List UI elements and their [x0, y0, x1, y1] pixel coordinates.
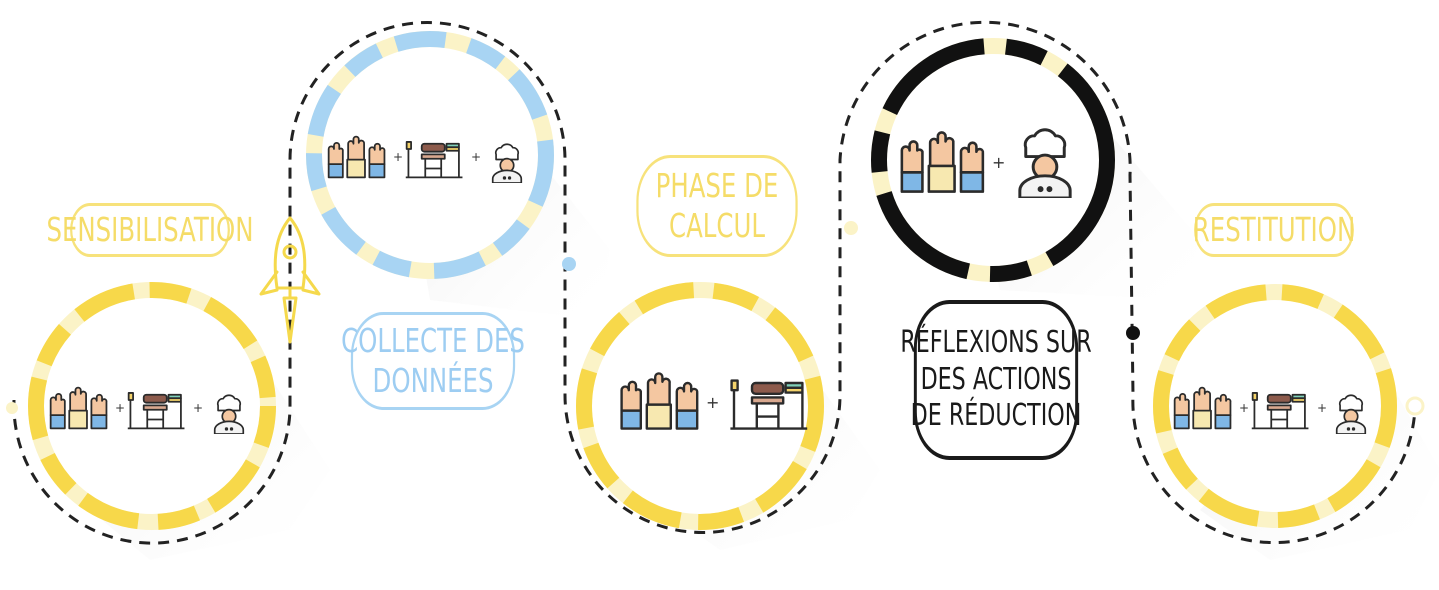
label-line: RESTITUTION — [1192, 209, 1356, 249]
plus-sign: + — [992, 153, 1005, 172]
step-reflexions-circle: + — [871, 38, 1115, 282]
path-dot-pale — [844, 221, 858, 235]
label-line: DES ACTIONS — [920, 361, 1072, 397]
label-line: PHASE DE — [655, 165, 779, 205]
plus-sign: + — [393, 150, 403, 164]
label-line: DE RÉDUCTION — [910, 398, 1082, 434]
plus-sign: + — [1239, 401, 1249, 415]
step-sensibilisation-label: SENSIBILISATION — [46, 203, 254, 257]
step-calcul-label: PHASE DE CALCUL — [636, 155, 798, 257]
label-line: SENSIBILISATION — [46, 209, 254, 249]
step-restitution-circle: + + — [1153, 284, 1397, 528]
label-line: COLLECTE DES — [341, 320, 525, 360]
plus-sign: + — [706, 393, 719, 412]
label-line: RÉFLEXIONS SUR — [900, 325, 1092, 361]
plus-sign: + — [1317, 401, 1327, 415]
plus-sign: + — [471, 150, 481, 164]
path-dot-end — [1405, 396, 1425, 416]
label-line: DONNÉES — [372, 361, 494, 400]
path-dots — [6, 221, 1425, 416]
path-dot-blue — [562, 257, 576, 271]
step-collecte-circle: + + — [306, 31, 554, 279]
label-line: CALCUL — [669, 206, 765, 245]
step-calcul-circle: + — [576, 282, 824, 530]
path-dot-start — [6, 402, 18, 414]
plus-sign: + — [115, 401, 125, 415]
plus-sign: + — [193, 401, 203, 415]
step-restitution-label: RESTITUTION — [1192, 203, 1356, 257]
step-collecte-label: COLLECTE DES DONNÉES — [341, 312, 525, 410]
step-reflexions-label: RÉFLEXIONS SUR DES ACTIONS DE RÉDUCTION — [900, 300, 1092, 460]
path-dot-black — [1126, 326, 1140, 340]
step-sensibilisation-circle: + + — [28, 282, 276, 530]
